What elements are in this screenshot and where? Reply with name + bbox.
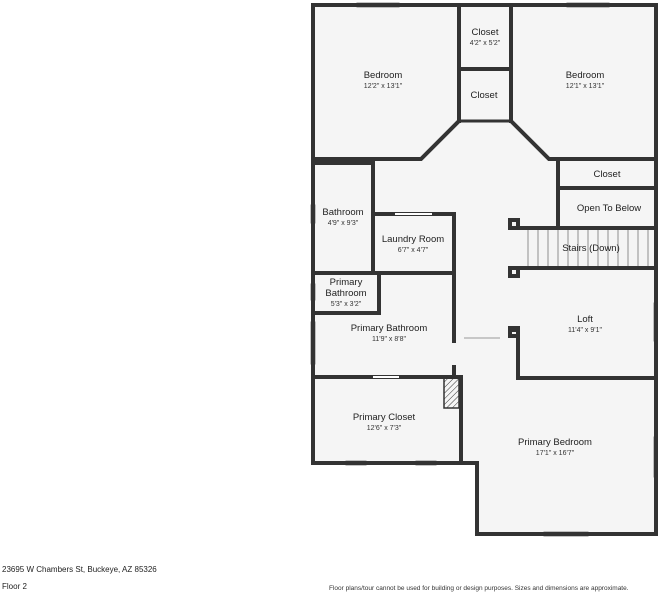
property-address: 23695 W Chambers St, Buckeye, AZ 85326 — [2, 565, 157, 574]
room-dims-loft: 11'4" x 9'1" — [568, 327, 602, 334]
room-name-primary-bedroom: Primary Bedroom — [518, 437, 592, 448]
wall — [508, 118, 658, 161]
wall — [311, 271, 381, 315]
room-dims-primary-bedroom: 17'1" x 16'7" — [536, 450, 575, 457]
room-name-closet-mid: Closet — [471, 90, 498, 101]
room-name-primary-bath-small-line2: Bathroom — [325, 288, 366, 299]
room-name-bedroom-left: Bedroom — [364, 70, 403, 81]
room-dims-primary-closet: 12'6" x 7'3" — [367, 425, 402, 432]
room-name-closet-right: Closet — [594, 169, 621, 180]
disclaimer: Floor plans/tour cannot be used for buil… — [329, 585, 629, 592]
floor-label: Floor 2 — [2, 582, 27, 591]
stair-treads — [527, 230, 649, 266]
wall — [508, 266, 520, 278]
wall — [311, 161, 375, 275]
room-name-loft: Loft — [577, 314, 593, 325]
room-name-open-to-below: Open To Below — [577, 203, 641, 214]
room-name-bedroom-right: Bedroom — [566, 70, 605, 81]
room-name-closet-top: Closet — [472, 27, 499, 38]
room-dims-bedroom-right: 12'1" x 13'1" — [566, 83, 605, 90]
room-name-bathroom: Bathroom — [322, 207, 363, 218]
room-dims-bathroom: 4'9" x 9'3" — [328, 220, 359, 227]
room-dims-closet-top: 4'2" x 5'2" — [470, 40, 501, 47]
wall — [508, 218, 520, 230]
room-dims-bedroom-left: 12'2" x 13'1" — [364, 83, 403, 90]
hatched-shaft — [443, 377, 460, 409]
wall — [508, 326, 520, 338]
room-dims-laundry: 6'7" x 4'7" — [398, 247, 429, 254]
room-dims-primary-bath-small: 5'3" x 3'2" — [331, 301, 362, 308]
room-dims-primary-bath: 11'9" x 8'8" — [372, 336, 406, 343]
room-name-laundry: Laundry Room — [382, 234, 444, 245]
room-name-stairs: Stairs (Down) — [562, 243, 620, 254]
room-name-primary-bath-small-line1: Primary — [330, 277, 363, 288]
wall — [311, 118, 462, 161]
floor-area — [313, 5, 656, 534]
room-name-primary-closet: Primary Closet — [353, 412, 416, 423]
exterior-wall — [311, 3, 658, 536]
room-name-primary-bath: Primary Bathroom — [351, 323, 428, 334]
